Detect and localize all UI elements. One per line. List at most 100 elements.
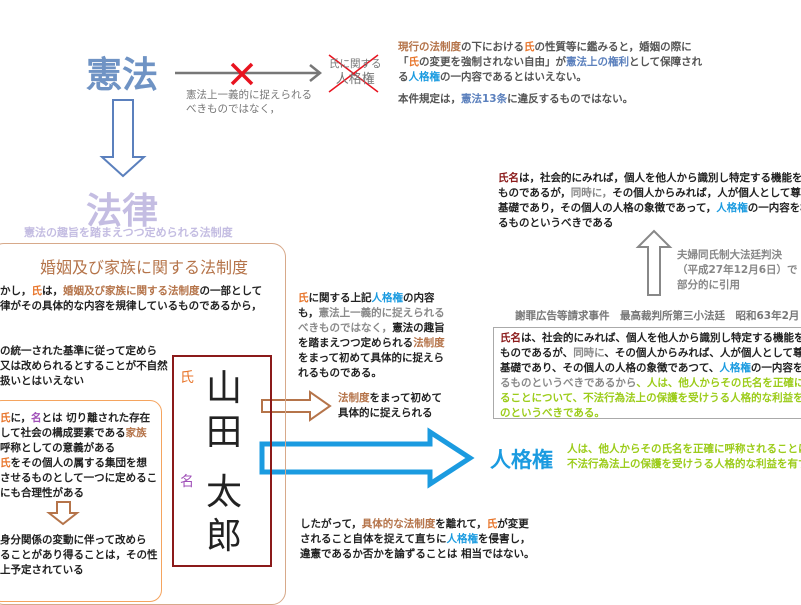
quote2-box <box>493 327 801 419</box>
text-segment: 扱いとはいえない <box>0 375 84 387</box>
highlight-ujio: 氏 <box>486 518 498 530</box>
citation-line: 部分的に引用 <box>677 279 740 291</box>
middle-arrow-text: 法制度をまって初めて具体的に捉えられる <box>338 391 442 421</box>
text-segment: として保障され <box>629 56 703 68</box>
highlight-mei: 名 <box>30 412 42 424</box>
highlight-law_system: 具体的な法制度 <box>361 518 436 530</box>
text-line: 氏に関する上記人格権の内容 <box>298 291 445 306</box>
text-line: 氏名は，社会的にみれば，個人を他人から識別し特定する機能を有 <box>498 171 801 186</box>
text-line: 本件規定は，憲法13条に違反するものではない。 <box>398 92 633 107</box>
text-segment: が変更 <box>497 518 529 530</box>
personality-title: 人格権 <box>490 448 553 472</box>
text-line: 法制度をまって初めて <box>338 391 442 406</box>
right-quote2: 氏名は、社会的にみれば、個人を他人から識別し特定する機能を有ものであるが、同時に… <box>500 331 801 421</box>
text-segment: の統一された基準に従って定めら <box>0 345 157 357</box>
middle-p1: 氏に関する上記人格権の内容も，憲法上一義的に捉えられるべきものではなく，憲法の趣… <box>298 291 445 381</box>
text-line: 現行の法制度の下における氏の性質等に鑑みると，婚姻の際に <box>398 40 702 55</box>
text-line: べきものではなく，憲法の趣旨 <box>298 321 445 336</box>
text-segment: 憲法の趣旨 <box>392 322 445 334</box>
uji-label: 氏 <box>180 370 194 386</box>
family-p2: の統一された基準に従って定めら又は改められるとすることが不自然扱いとはいえない <box>0 344 168 389</box>
top-right-p2: 本件規定は，憲法13条に違反するものではない。 <box>398 92 633 107</box>
text-line: も，憲法上一義的に捉えられる <box>298 306 445 321</box>
text-segment: は， <box>42 285 63 297</box>
citation-line: （平成27年12月6日）で <box>677 264 798 276</box>
family-p1: かし，氏は，婚姻及び家族に関する法制度の一部として律がその具体的な内容を規律して… <box>0 284 262 314</box>
text-segment: 、その個人からみれば、人が個人として尊重 <box>604 347 801 359</box>
conclusion: したがって，具体的な法制度を離れて，氏が変更されること自体を捉えて直ちに人格権を… <box>300 517 535 562</box>
text-line: ものであるが，同時に，その個人からみれば，人が個人として尊重 <box>498 186 801 201</box>
text-segment: を踏まえつつ定められる <box>298 337 414 349</box>
highlight-lime: のというべきである。 <box>500 407 605 419</box>
text-segment: の変更を強制されない自由」が <box>419 56 566 68</box>
crossed-personality: 氏に関する 人格権 <box>329 57 382 87</box>
given-char: 太 <box>206 472 243 513</box>
top-right-p1: 現行の法制度の下における氏の性質等に鑑みると，婚姻の際に「 氏の変更を強制されない… <box>398 40 702 85</box>
highlight-law_system: 家族 <box>125 427 147 439</box>
text-segment: るものというべきである <box>498 217 614 229</box>
text-segment: させるものとして一つに定めるこ <box>0 472 158 484</box>
kenpo-title: 憲法 <box>86 55 159 96</box>
highlight-gray: 同時に <box>573 347 605 359</box>
text-segment: をまって初めて具体的に捉えら <box>298 352 445 364</box>
personality-definition: 人は、他人からその氏名を正確に呼称されることについて 不法行為法上の保護を受けう… <box>567 442 801 472</box>
text-line: 又は改められるとすることが不自然 <box>0 359 168 374</box>
highlight-lime: 、人は、他人からその氏名を正確に呼称 <box>636 377 801 389</box>
definition-line: 人は、他人からその氏名を正確に呼称されることについて <box>567 443 801 455</box>
text-line: ることがあり得ることは，その性 <box>0 548 158 563</box>
text-line: 氏に，名とは 切り離された存在 <box>0 411 157 426</box>
text-segment: 「 <box>398 56 409 68</box>
text-segment: をその個人の属する集団を想 <box>10 457 148 469</box>
note-line: べきものではなく， <box>186 103 281 115</box>
text-segment: されること自体を捉えて直ちに <box>300 533 447 545</box>
highlight-ujio: 氏 <box>524 41 535 53</box>
highlight-gray: べきものではなく， <box>298 322 393 334</box>
text-line: 違憲であるか否かを論ずることは 相当ではない。 <box>300 547 535 562</box>
text-segment: して社会の構成要素である <box>0 427 126 439</box>
text-line: 基礎であり，その個人の人格の象徴であって，人格権の一内容を構 <box>498 201 801 216</box>
text-segment: 具体的に捉えられる <box>338 407 433 419</box>
highlight-gray: 同時に， <box>570 187 613 199</box>
text-line: るものというべきであるから、人は、他人からその氏名を正確に呼称 <box>500 376 801 391</box>
family-p3: 氏に，名とは 切り離された存在して社会の構成要素である家族呼称としての意義がある… <box>0 411 157 501</box>
text-segment: 呼称としての意義がある <box>0 442 116 454</box>
citation-line: 夫婦同氏制大法廷判決 <box>677 249 782 261</box>
crossed-line: 氏に関する <box>329 58 382 70</box>
text-segment: ることがあり得ることは，その性 <box>0 549 158 561</box>
text-segment: 違憲であるか否かを論ずることは 相当ではない。 <box>300 548 535 560</box>
right-quote1: 氏名は，社会的にみれば，個人を他人から識別し特定する機能を有ものであるが，同時に… <box>498 171 801 231</box>
text-line: 扱いとはいえない <box>0 374 168 389</box>
highlight-law_system: 法制度 <box>413 337 445 349</box>
text-segment: 律がその具体的な内容を規律しているものであるから， <box>0 300 262 312</box>
text-line: 律がその具体的な内容を規律しているものであるから， <box>0 299 262 314</box>
hollow-down-arrow-icon <box>99 99 147 178</box>
text-segment: の内容 <box>403 292 435 304</box>
surname-char: 山 <box>206 368 243 409</box>
text-line: をまって初めて具体的に捉えら <box>298 351 445 366</box>
highlight-law_system: 法制度 <box>338 392 370 404</box>
name-card: 氏 名 山 田 太 郎 <box>172 355 272 567</box>
text-segment: の一内容を構 <box>750 362 801 374</box>
mei-label: 名 <box>180 474 194 490</box>
text-segment: したがって， <box>300 518 362 530</box>
text-line: るものというべきである <box>498 216 801 231</box>
text-line: されること自体を捉えて直ちに人格権を侵害し， <box>300 532 535 547</box>
text-segment: れるものである。 <box>298 367 382 379</box>
text-segment: も， <box>298 307 319 319</box>
text-segment: は，社会的にみれば，個人を他人から識別し特定する機能を有 <box>519 172 801 184</box>
highlight-const_right: 憲法上の権利 <box>566 56 629 68</box>
highlight-gray: るものというべきであるから <box>500 377 637 389</box>
text-segment: に違反するものではない。 <box>507 93 634 105</box>
horitsu-title: 法律 <box>86 191 159 232</box>
highlight-personality: 人格権 <box>446 533 478 545</box>
text-line: 身分関係の変動に伴って改めら <box>0 533 158 548</box>
text-line: 上予定されている <box>0 563 158 578</box>
highlight-lime: ることについて、不法行為法上の保護を受けうる人格的な利益を有 <box>500 392 801 404</box>
text-line: のというべきである。 <box>500 406 801 421</box>
highlight-personality: 人格権 <box>408 71 441 83</box>
hollow-up-arrow-icon <box>635 229 673 296</box>
text-line: させるものとして一つに定めるこ <box>0 471 157 486</box>
text-segment: 又は改められるとすることが不自然 <box>0 360 168 372</box>
red-x-icon <box>230 62 254 86</box>
text-segment: その個人からみれば，人が個人として尊重 <box>612 187 801 199</box>
